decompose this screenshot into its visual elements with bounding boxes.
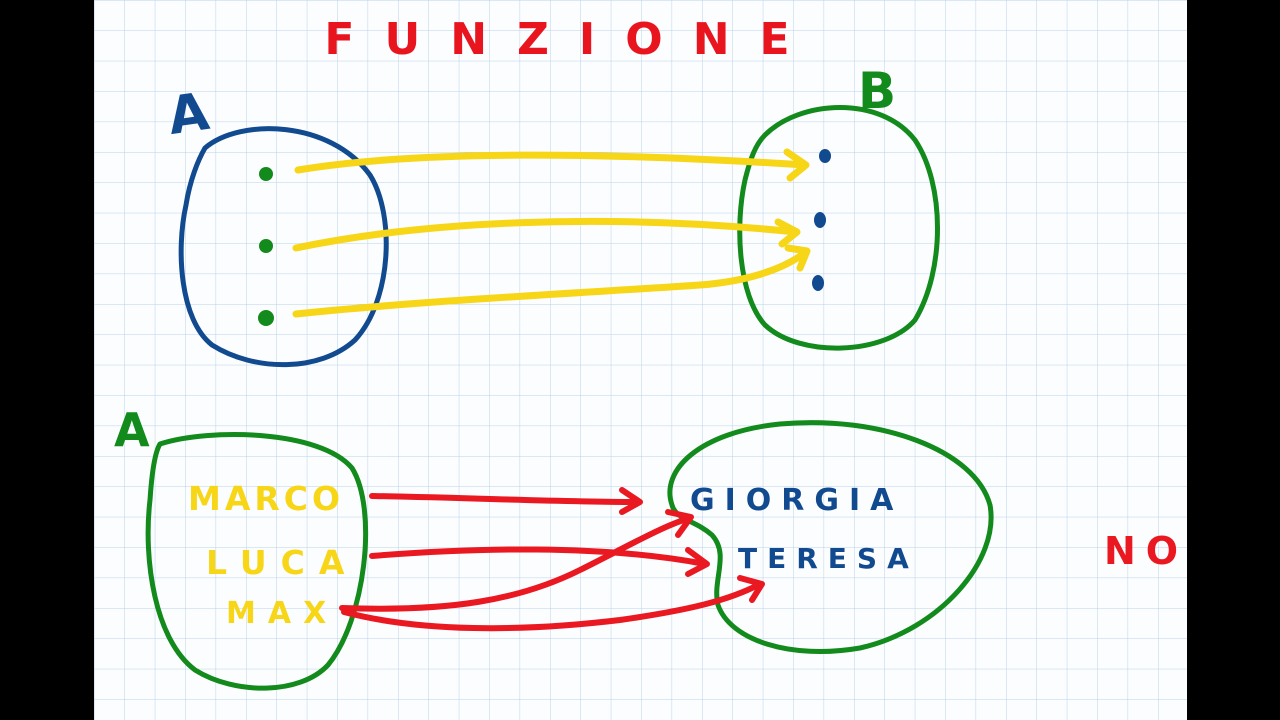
mapping-arrow [292,217,800,252]
arrowhead [665,509,694,538]
arrowhead [783,148,810,182]
set-a2-label: A [114,403,150,457]
domain-item-max: MAX [226,596,338,631]
mapping-arrow-marco-giorgia [369,493,641,505]
codomain-point [814,212,826,228]
set-a2-outline [145,432,369,691]
mapping-arrow-luca-teresa [369,546,708,567]
arrowhead [619,487,643,515]
arrowhead [784,244,811,272]
arrowhead [774,218,801,248]
set-a-outline [178,126,389,368]
set-a-label: A [164,82,212,147]
left-letterbox [0,0,94,720]
codomain-point [819,149,831,163]
right-letterbox [1187,0,1280,720]
mapping-arrow [292,248,810,318]
mapping-arrow-max-teresa [341,581,763,632]
diagram-2: A MARCO LUCA MAX GIORGIA TERESA NO [114,403,1188,691]
codomain-point [812,275,824,291]
domain-item-luca: LUCA [206,543,358,582]
arrowhead [685,547,710,577]
mapping-arrow [294,151,809,174]
arrowhead [737,575,765,603]
verdict-label: NO [1104,529,1188,573]
codomain-item-teresa: TERESA [738,542,919,575]
set-b-outline [737,105,940,351]
diagram-1: A B [164,62,940,368]
graph-paper [94,0,1187,720]
domain-item-marco: MARCO [188,479,344,518]
mapping-arrow-max-giorgia [339,515,693,612]
title: FUNZIONE [324,14,819,65]
codomain-item-giorgia: GIORGIA [690,483,903,518]
domain-point [259,167,273,181]
set-b2-outline [667,420,994,654]
domain-point [259,239,273,253]
domain-point [258,310,274,326]
